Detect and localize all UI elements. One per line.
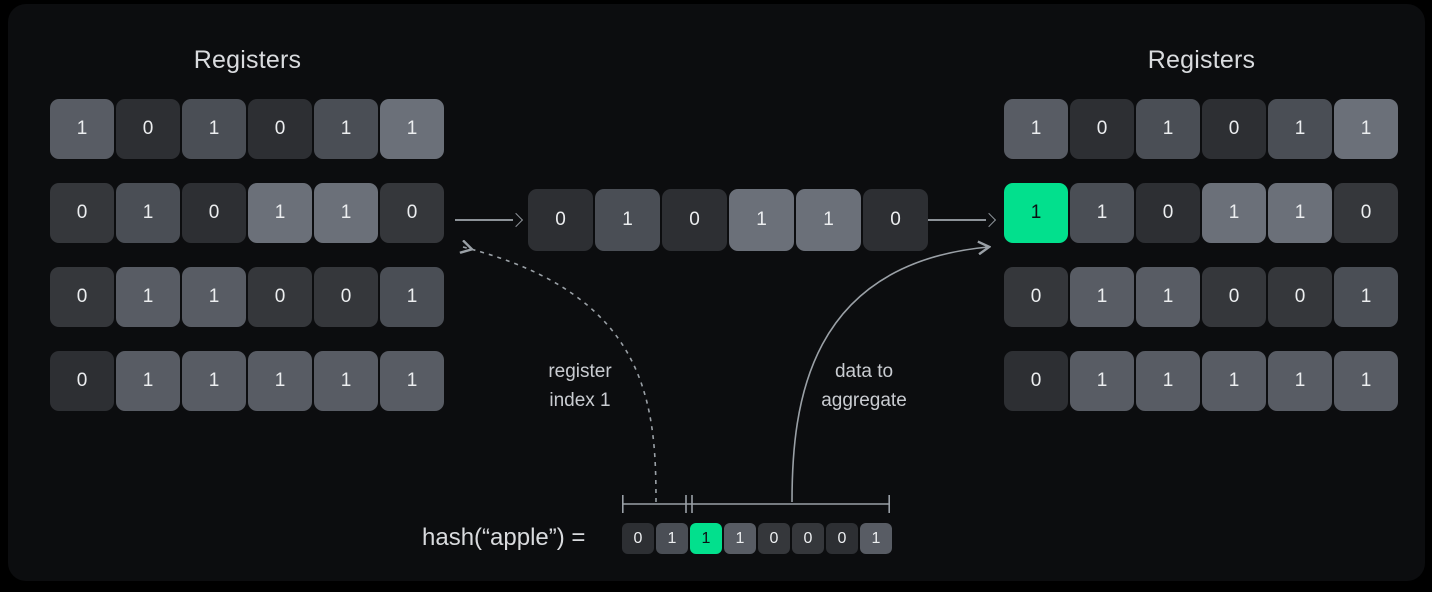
- register-cell[interactable]: 1: [1202, 183, 1266, 243]
- selected-register-cell[interactable]: 0: [662, 189, 727, 251]
- register-cell[interactable]: 1: [116, 351, 180, 411]
- register-cell[interactable]: 1: [1334, 351, 1398, 411]
- register-cell[interactable]: 0: [1136, 183, 1200, 243]
- register-cell[interactable]: 1: [1334, 99, 1398, 159]
- register-cell[interactable]: 0: [182, 183, 246, 243]
- register-cell[interactable]: 1: [380, 351, 444, 411]
- selected-register-cell[interactable]: 0: [528, 189, 593, 251]
- hash-bit[interactable]: 0: [758, 523, 790, 554]
- register-cell[interactable]: 1: [182, 267, 246, 327]
- left-register-grid: 1 0 1 0 1 1 0 1 0 1 1 0 0 1 1 0 0 1 0 1 …: [50, 99, 444, 411]
- hash-bit-highlighted[interactable]: 1: [690, 523, 722, 554]
- register-cell[interactable]: 0: [314, 267, 378, 327]
- register-cell[interactable]: 1: [1268, 99, 1332, 159]
- register-cell[interactable]: 1: [182, 99, 246, 159]
- register-cell[interactable]: 0: [1202, 99, 1266, 159]
- register-cell[interactable]: 1: [248, 351, 312, 411]
- register-cell[interactable]: 1: [50, 99, 114, 159]
- selected-register-row: 0 1 0 1 1 0: [528, 189, 928, 251]
- register-cell[interactable]: 0: [50, 183, 114, 243]
- arrow-right-icon: [508, 212, 524, 228]
- register-cell[interactable]: 1: [1136, 267, 1200, 327]
- hash-bit[interactable]: 0: [792, 523, 824, 554]
- arrow-right-icon: [455, 219, 513, 221]
- arrow-right-icon: [981, 212, 997, 228]
- right-register-grid: 1 0 1 0 1 1 1 1 0 1 1 0 0 1 1 0 0 1 0 1 …: [1004, 99, 1398, 411]
- register-cell[interactable]: 1: [1268, 351, 1332, 411]
- register-cell[interactable]: 0: [1268, 267, 1332, 327]
- hash-bit[interactable]: 1: [860, 523, 892, 554]
- register-cell[interactable]: 0: [50, 267, 114, 327]
- register-cell[interactable]: 0: [248, 99, 312, 159]
- register-cell[interactable]: 1: [1334, 267, 1398, 327]
- register-cell[interactable]: 1: [1202, 351, 1266, 411]
- hash-expression-label: hash(“apple”) =: [422, 524, 586, 551]
- selected-register-cell[interactable]: 1: [595, 189, 660, 251]
- hash-bit[interactable]: 1: [724, 523, 756, 554]
- hash-bit[interactable]: 1: [656, 523, 688, 554]
- register-cell[interactable]: 1: [380, 99, 444, 159]
- register-cell[interactable]: 1: [1070, 267, 1134, 327]
- selected-register-cell[interactable]: 1: [729, 189, 794, 251]
- diagram-panel: Registers Registers 1 0 1 0 1 1 0 1 0 1 …: [8, 4, 1425, 581]
- register-cell[interactable]: 0: [1004, 351, 1068, 411]
- register-cell[interactable]: 1: [1136, 99, 1200, 159]
- register-cell[interactable]: 0: [1202, 267, 1266, 327]
- right-registers-title: Registers: [1147, 46, 1256, 74]
- register-cell[interactable]: 1: [314, 183, 378, 243]
- register-cell[interactable]: 0: [380, 183, 444, 243]
- register-cell[interactable]: 1: [1070, 351, 1134, 411]
- arrow-right-icon: [928, 219, 986, 221]
- register-cell[interactable]: 0: [248, 267, 312, 327]
- register-index-label: register index 1: [548, 361, 612, 411]
- register-cell[interactable]: 1: [314, 99, 378, 159]
- register-cell[interactable]: 1: [1136, 351, 1200, 411]
- selected-register-cell[interactable]: 0: [863, 189, 928, 251]
- hash-bit[interactable]: 0: [622, 523, 654, 554]
- register-cell[interactable]: 0: [1334, 183, 1398, 243]
- data-to-aggregate-label: data to aggregate: [821, 361, 907, 411]
- hash-bit[interactable]: 0: [826, 523, 858, 554]
- register-cell[interactable]: 1: [116, 183, 180, 243]
- register-cell[interactable]: 0: [1070, 99, 1134, 159]
- register-cell[interactable]: 1: [248, 183, 312, 243]
- selected-register-cell[interactable]: 1: [796, 189, 861, 251]
- register-cell[interactable]: 0: [1004, 267, 1068, 327]
- left-registers-title: Registers: [193, 46, 302, 74]
- hash-bits-row: 0 1 1 1 0 0 0 1: [622, 523, 892, 554]
- register-cell[interactable]: 1: [314, 351, 378, 411]
- register-cell[interactable]: 1: [1004, 99, 1068, 159]
- register-cell[interactable]: 0: [50, 351, 114, 411]
- highlighted-register-cell[interactable]: 1: [1004, 183, 1068, 243]
- register-cell[interactable]: 1: [380, 267, 444, 327]
- register-cell[interactable]: 0: [116, 99, 180, 159]
- register-cell[interactable]: 1: [182, 351, 246, 411]
- register-cell[interactable]: 1: [116, 267, 180, 327]
- register-cell[interactable]: 1: [1268, 183, 1332, 243]
- register-cell[interactable]: 1: [1070, 183, 1134, 243]
